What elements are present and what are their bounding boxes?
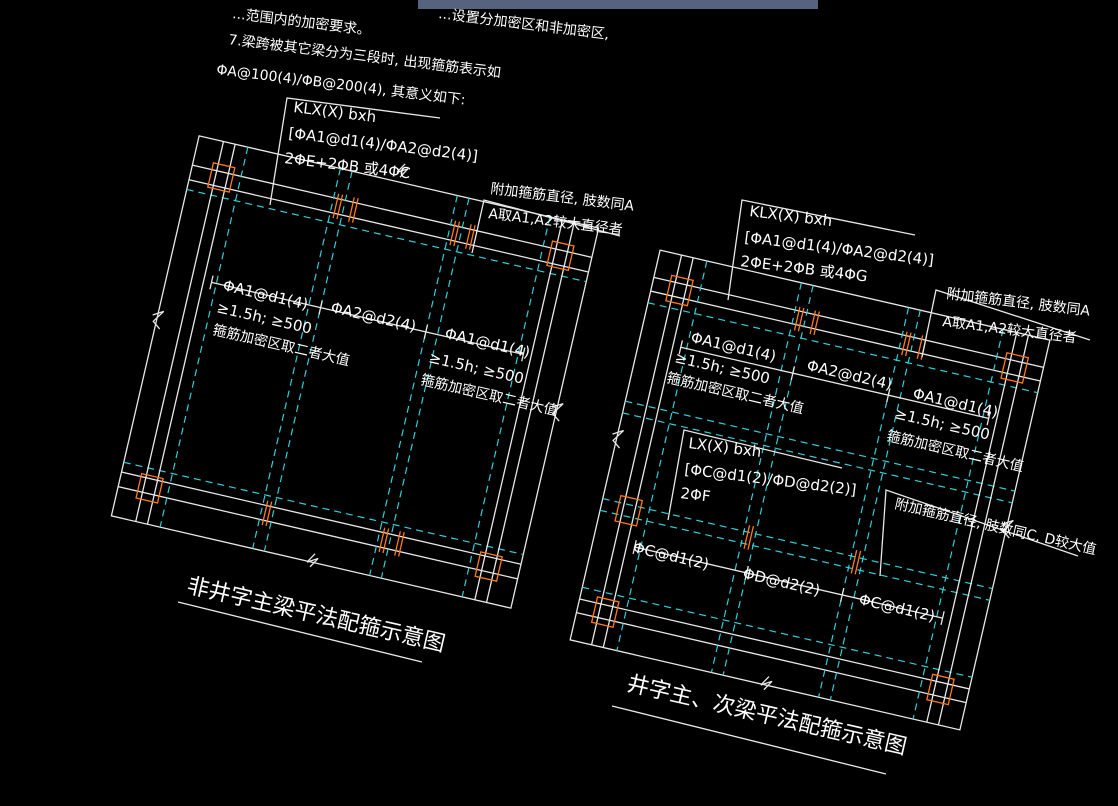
left-beam-leader: [269, 97, 441, 206]
right-sec-zone-mid: ΦD@d2(2): [741, 564, 822, 599]
right-beam-label: KLX(X) bxh: [749, 202, 834, 230]
right-sec-leader: [667, 429, 843, 521]
right-boundary: [569, 249, 1051, 731]
window-title-bar-fragment: [418, 0, 818, 9]
left-diagram: KLX(X) bxh [ΦA1@d1(4)/ΦA2@d2(4)] 2ΦE+2ΦB…: [110, 97, 635, 663]
right-diagram: KLX(X) bxh [ΦA1@d1(4)/ΦA2@d2(4)] 2ΦE+2ΦB…: [569, 199, 1098, 775]
left-caption-underline: [177, 601, 423, 663]
right-addl-note-2: A取A1,A2较大直径者: [942, 313, 1078, 346]
right-addl-leader: [921, 289, 1091, 358]
left-beam-label: KLX(X) bxh: [293, 98, 378, 126]
right-frame: [569, 249, 1051, 731]
right-sec-zone-left: ΦC@d1(2): [631, 538, 711, 573]
left-caption: 非井字主梁平法配箍示意图: [185, 573, 448, 657]
right-sec-note-leader: [879, 489, 1079, 577]
left-boundary: [110, 135, 600, 609]
right-sec-label: LX(X) bxh: [688, 434, 763, 461]
right-beam-leader: [727, 199, 916, 301]
right-sec-note: 附加箍筋直径, 肢数同C, D较大值: [893, 495, 1098, 558]
note-line-1: ...范围内的加密要求。: [232, 5, 372, 39]
right-sec-zone-right: ΦC@d1(2): [857, 590, 937, 625]
left-zone-mid-stirrup: ΦA2@d2(4): [329, 298, 418, 335]
left-addl-leader: [471, 199, 621, 254]
right-zone-mid-stirrup: ΦA2@d2(4): [805, 356, 894, 393]
right-addl-note-1: 附加箍筋直径, 肢数同A: [946, 285, 1092, 320]
left-stirrup-marks: [135, 162, 575, 582]
top-notes: ...范围内的加密要求。 ...设置分加密区和非加密区, 7.梁跨被其它梁分为三…: [216, 5, 611, 108]
note-line-1b: ...设置分加密区和非加密区,: [438, 5, 611, 43]
right-sec-bars: 2ΦF: [680, 484, 712, 506]
right-caption-underline: [611, 705, 887, 775]
right-stirrup-marks: [590, 274, 1030, 706]
left-frame: [110, 135, 600, 609]
